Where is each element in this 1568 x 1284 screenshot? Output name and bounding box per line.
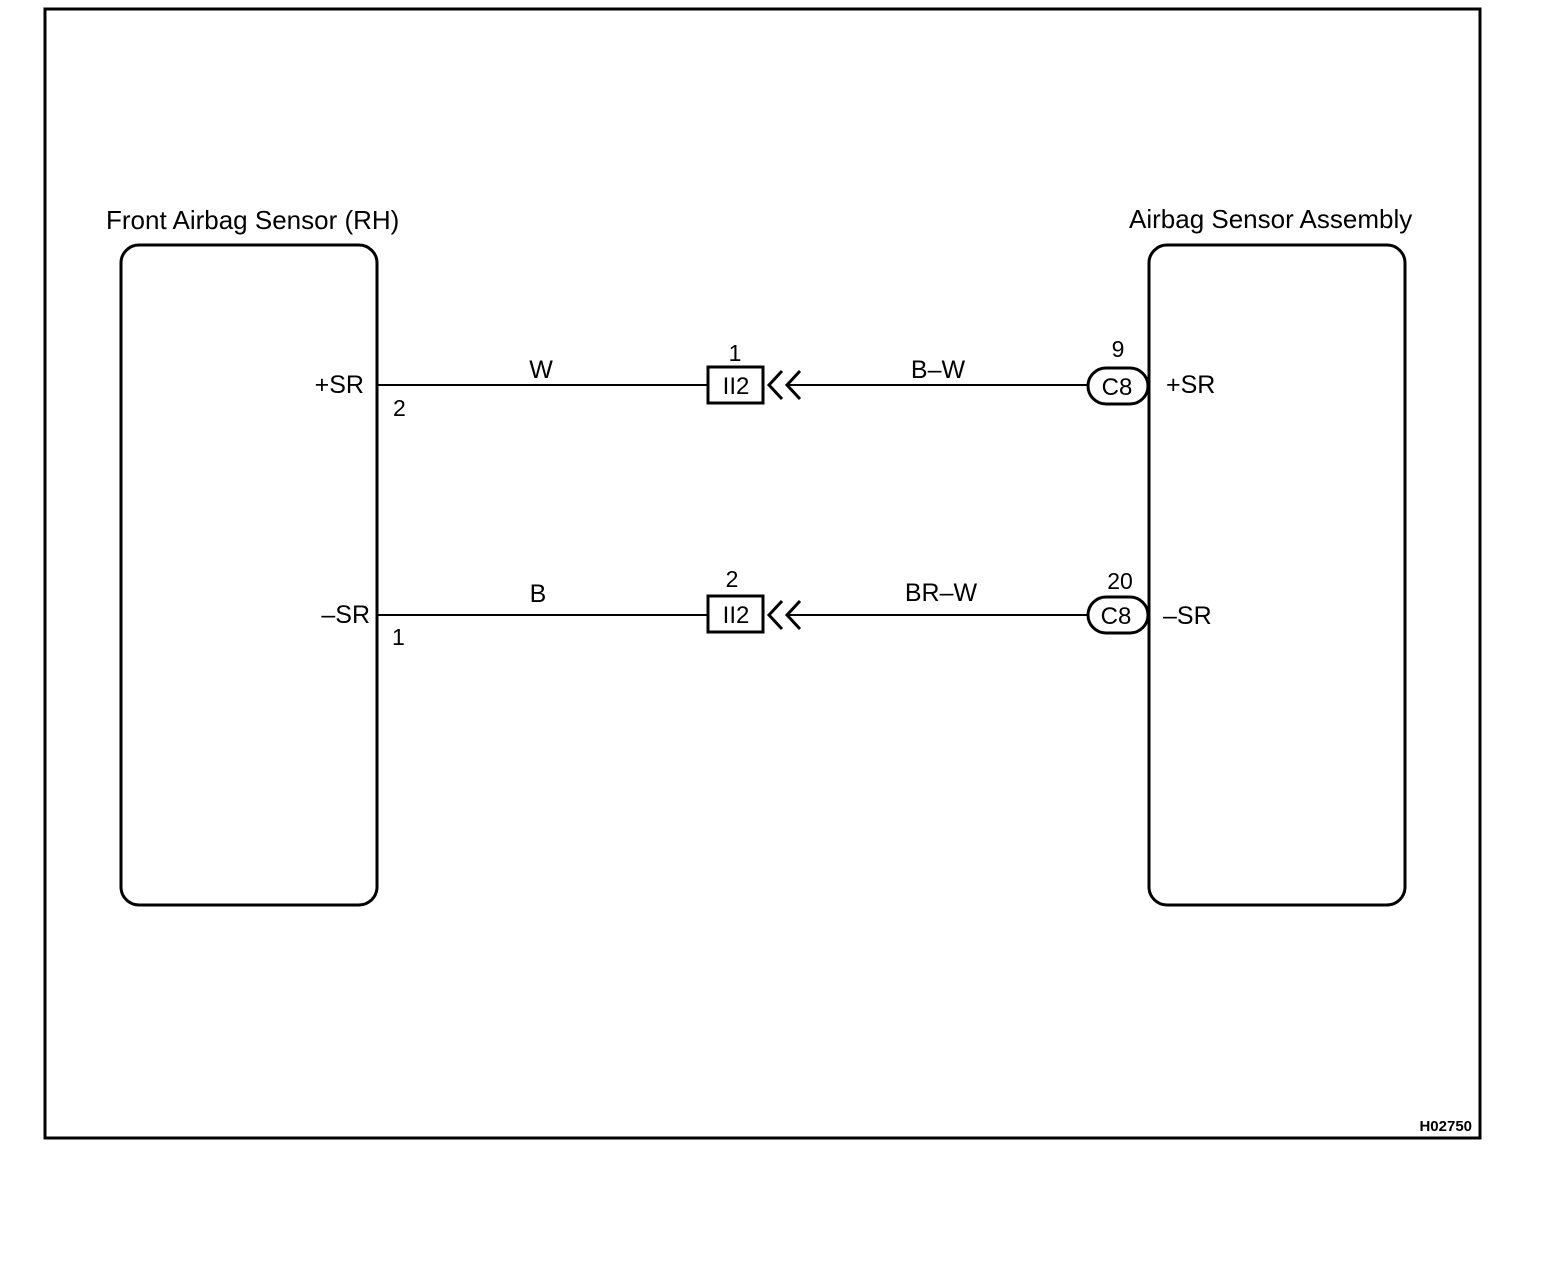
left-terminal-label: –SR: [321, 601, 370, 629]
left-pin-number: 2: [393, 395, 406, 421]
junction-pin-number: 1: [729, 340, 742, 366]
left-terminal-label: +SR: [315, 371, 364, 399]
junction-pin-number: 2: [726, 566, 739, 592]
front-airbag-sensor-title: Front Airbag Sensor (RH): [106, 205, 399, 235]
left-pin-number: 1: [392, 624, 405, 650]
right-wire-color: B–W: [911, 356, 966, 384]
circuit-minus-sr: –SR 1 B 2 II2 BR–W 20 C8 –SR: [321, 566, 1211, 650]
circuit-plus-sr: +SR 2 W 1 II2 B–W 9 C8 +SR: [315, 336, 1216, 421]
right-terminal-label: –SR: [1163, 602, 1212, 630]
right-terminal-label: +SR: [1166, 371, 1215, 399]
right-connector-oval: [1086, 595, 1150, 635]
left-wire-color: W: [529, 356, 553, 384]
airbag-sensor-assembly-box: [1147, 243, 1407, 907]
junction-connector-label: II2: [723, 373, 750, 400]
right-connector-label: C8: [1101, 603, 1132, 630]
junction-connector-box: [706, 594, 765, 634]
junction-connector-label: II2: [723, 602, 750, 629]
right-connector-oval: [1086, 366, 1150, 406]
diagram-frame: [43, 7, 1482, 1140]
figure-code: H02750: [1419, 1118, 1472, 1135]
airbag-sensor-assembly-title: Airbag Sensor Assembly: [1129, 204, 1412, 234]
right-connector-label: C8: [1102, 374, 1133, 401]
front-airbag-sensor-box: [119, 243, 379, 907]
junction-connector-box: [706, 365, 765, 405]
right-pin-number: 20: [1107, 568, 1133, 594]
right-wire-color: BR–W: [905, 579, 978, 607]
right-pin-number: 9: [1112, 336, 1125, 362]
left-wire-color: B: [530, 580, 547, 608]
